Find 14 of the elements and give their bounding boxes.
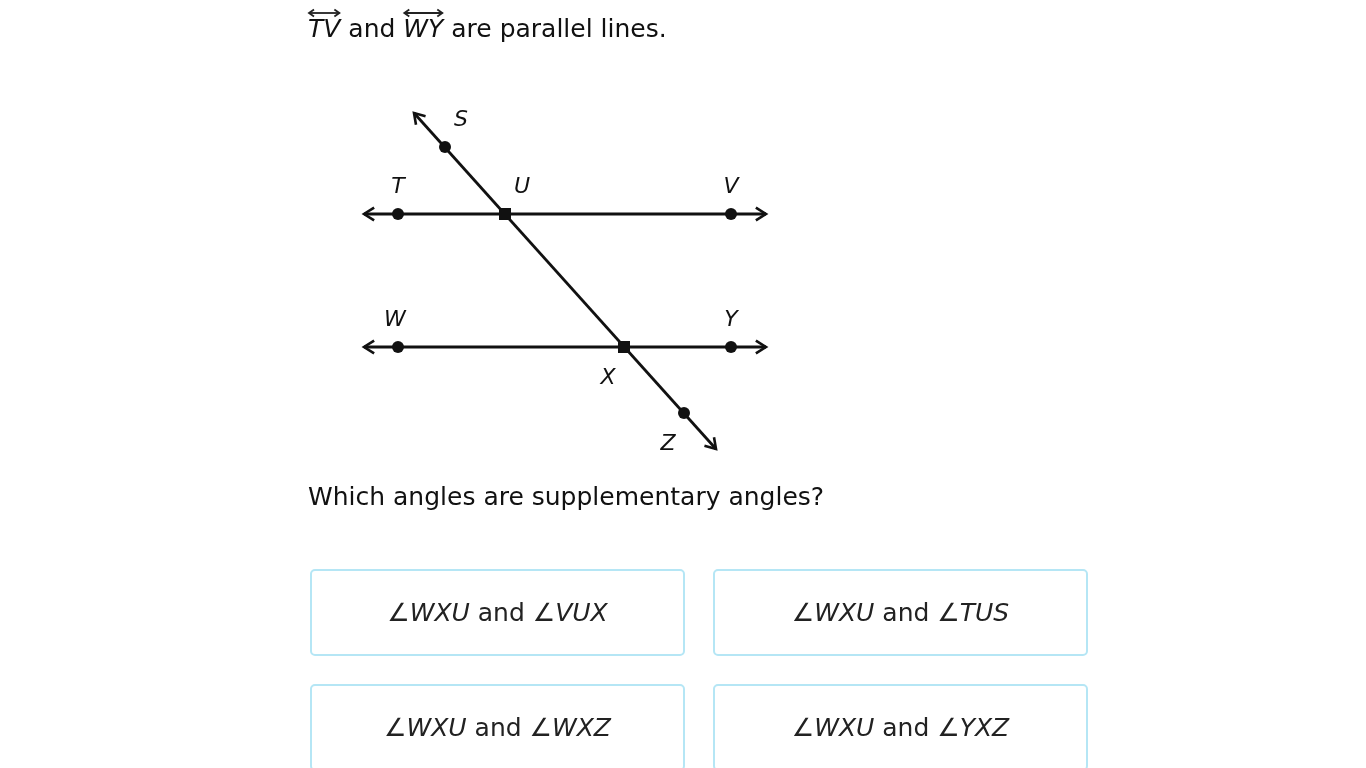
problem-statement: TV and WY are parallel lines.	[308, 14, 667, 43]
answer-choice-button: ∠WXU and ∠YXZ	[713, 684, 1088, 768]
answer-choice-button: ∠WXU and ∠VUX	[310, 569, 685, 656]
point-label: U	[513, 175, 531, 197]
point-label: Z	[660, 432, 676, 454]
point-label: T	[391, 175, 405, 197]
point-label: S	[454, 108, 468, 130]
point-label: Y	[724, 308, 738, 330]
question-text: Which angles are supplementary angles?	[308, 482, 825, 511]
point-label: V	[723, 175, 739, 197]
answer-choice-button: ∠WXU and ∠WXZ	[310, 684, 685, 768]
point-label: W	[384, 308, 406, 330]
point-label: X	[600, 366, 616, 388]
answer-choice-button: ∠WXU and ∠TUS	[713, 569, 1088, 656]
